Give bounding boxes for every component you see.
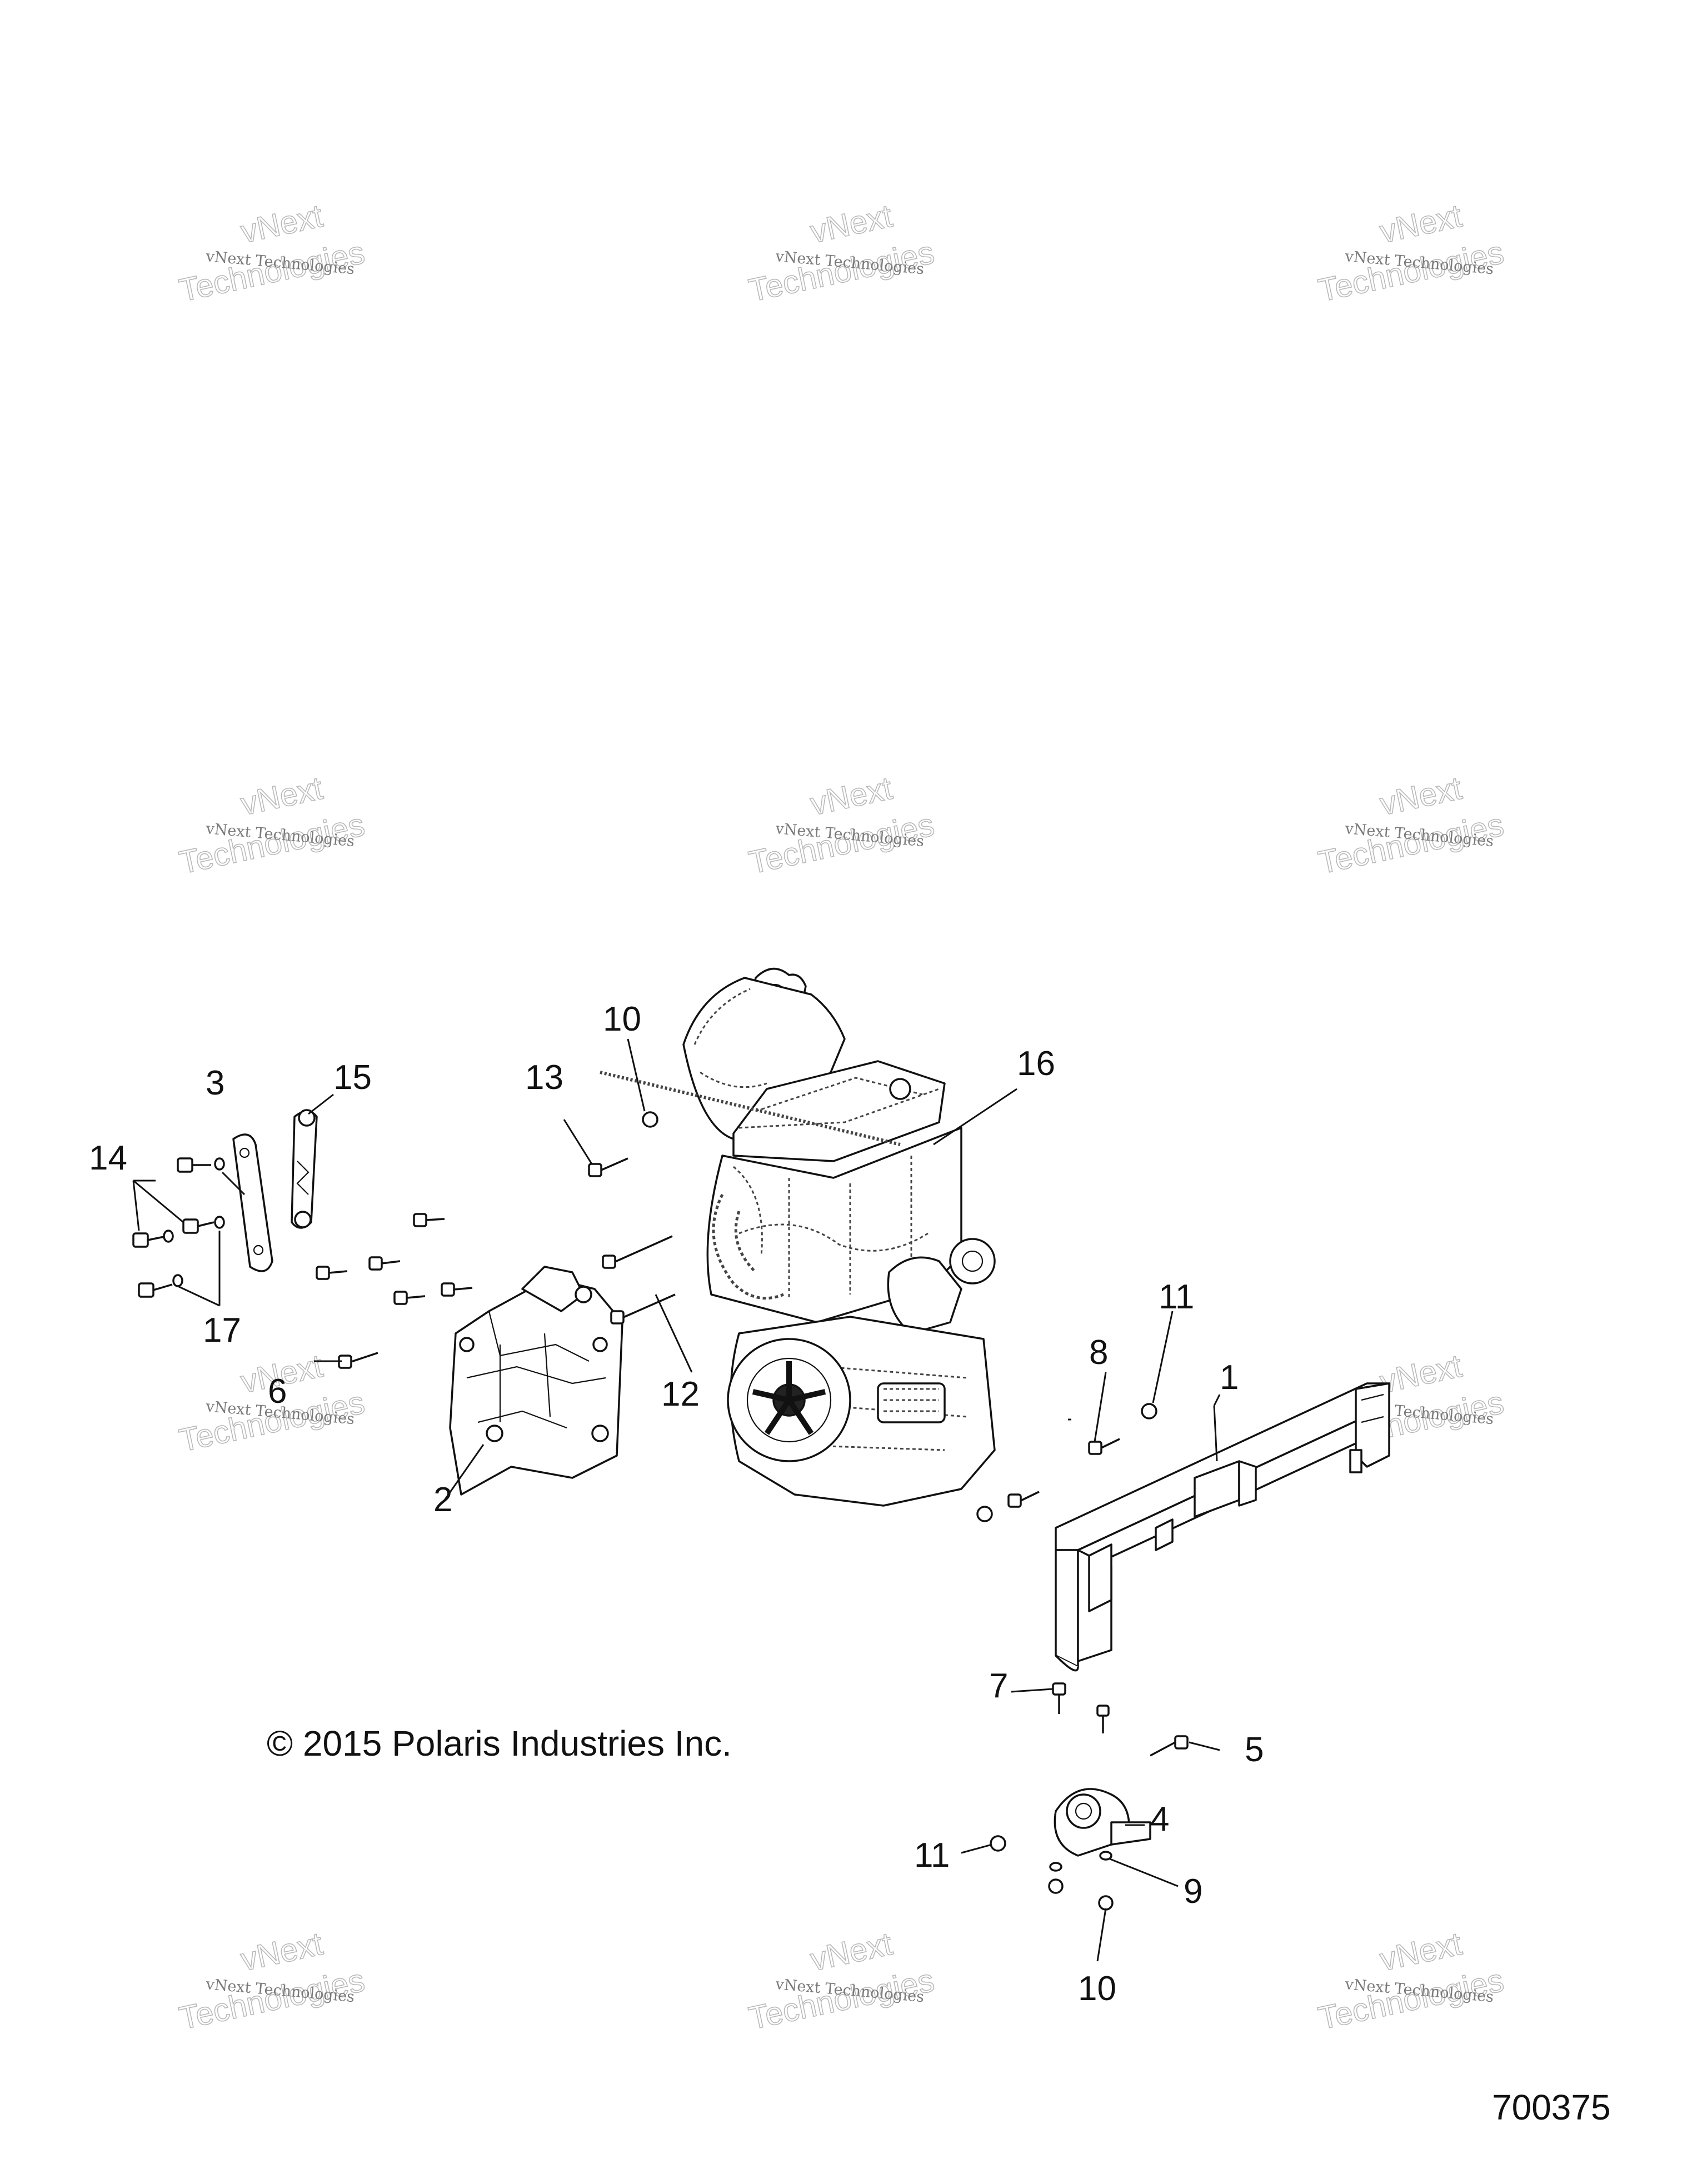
callout-15: 15 <box>333 1058 372 1097</box>
bolt <box>393 1291 426 1305</box>
watermark-vnext: vNext <box>807 1926 896 1978</box>
callout-9: 9 <box>1184 1872 1202 1911</box>
engine-mount <box>1054 1788 1151 1857</box>
watermark-vnext: vNext <box>238 770 326 822</box>
bolt <box>132 1232 167 1248</box>
watermark-vnext: vNext <box>1377 770 1465 822</box>
callout-14: 14 <box>89 1139 127 1177</box>
callout-4: 4 <box>1150 1800 1169 1838</box>
copyright-notice: © 2015 Polaris Industries Inc. <box>267 1723 732 1763</box>
nut <box>1098 1895 1114 1911</box>
bolt <box>1088 1438 1120 1455</box>
watermark-vnext: vNext <box>238 1926 326 1978</box>
nut <box>1141 1403 1157 1420</box>
bolt <box>138 1282 173 1298</box>
callout-7: 7 <box>989 1667 1008 1705</box>
bolt <box>1150 1735 1189 1757</box>
callout-10-top: 10 <box>603 1000 641 1038</box>
watermark-vnext: vNext <box>1377 198 1465 250</box>
callout-10-bottom: 10 <box>1078 1970 1116 2008</box>
callout-16: 16 <box>1017 1044 1055 1083</box>
bolt <box>1052 1682 1066 1714</box>
watermark-vnext: vNext <box>807 770 896 822</box>
nut <box>642 1111 658 1128</box>
bolt <box>182 1218 214 1234</box>
callout-2: 2 <box>433 1481 452 1519</box>
callout-11-right: 11 <box>1159 1278 1194 1316</box>
nut <box>1048 1878 1064 1894</box>
long-bolt <box>610 1293 676 1325</box>
fasteners <box>132 1111 1189 1911</box>
frame-crossmember <box>1055 1382 1390 1672</box>
washer <box>214 1157 225 1171</box>
callout-11-bottom: 11 <box>914 1836 950 1875</box>
engine-mount-bracket <box>449 1266 623 1496</box>
engine-assembly <box>600 967 996 1507</box>
bolt <box>441 1282 473 1297</box>
washer <box>172 1274 183 1287</box>
watermark-vnext: vNext <box>807 198 896 250</box>
bolt <box>588 1157 628 1177</box>
nut <box>990 1835 1006 1852</box>
figure-number: 700375 <box>1492 2087 1611 2127</box>
washer <box>1099 1851 1112 1861</box>
callout-8: 8 <box>1089 1333 1108 1372</box>
bolt <box>177 1157 211 1173</box>
callout-6: 6 <box>268 1372 287 1411</box>
bolt <box>368 1256 401 1271</box>
callout-5: 5 <box>1245 1731 1264 1769</box>
washer <box>163 1230 174 1243</box>
callout-13: 13 <box>525 1058 563 1097</box>
watermark-vnext: vNext <box>1377 1926 1465 1978</box>
bolt <box>1007 1491 1040 1508</box>
callout-17: 17 <box>203 1311 241 1350</box>
bolt <box>413 1213 445 1227</box>
bolt <box>1096 1705 1110 1733</box>
callout-12: 12 <box>661 1375 700 1413</box>
long-bolt <box>602 1235 673 1269</box>
watermark-vnext: vNext <box>238 198 326 250</box>
bolt <box>316 1266 348 1280</box>
callouts: 1 2 3 4 5 6 7 8 9 10 10 11 11 12 13 14 1… <box>89 1000 1264 2008</box>
brace <box>291 1109 318 1229</box>
washer <box>214 1216 225 1229</box>
leader-lines <box>132 1038 1221 1962</box>
nut <box>976 1506 993 1522</box>
bolt <box>338 1352 378 1369</box>
link-plate <box>232 1133 273 1272</box>
washer <box>1049 1862 1062 1872</box>
callout-3: 3 <box>206 1064 224 1102</box>
callout-1: 1 <box>1220 1358 1239 1397</box>
